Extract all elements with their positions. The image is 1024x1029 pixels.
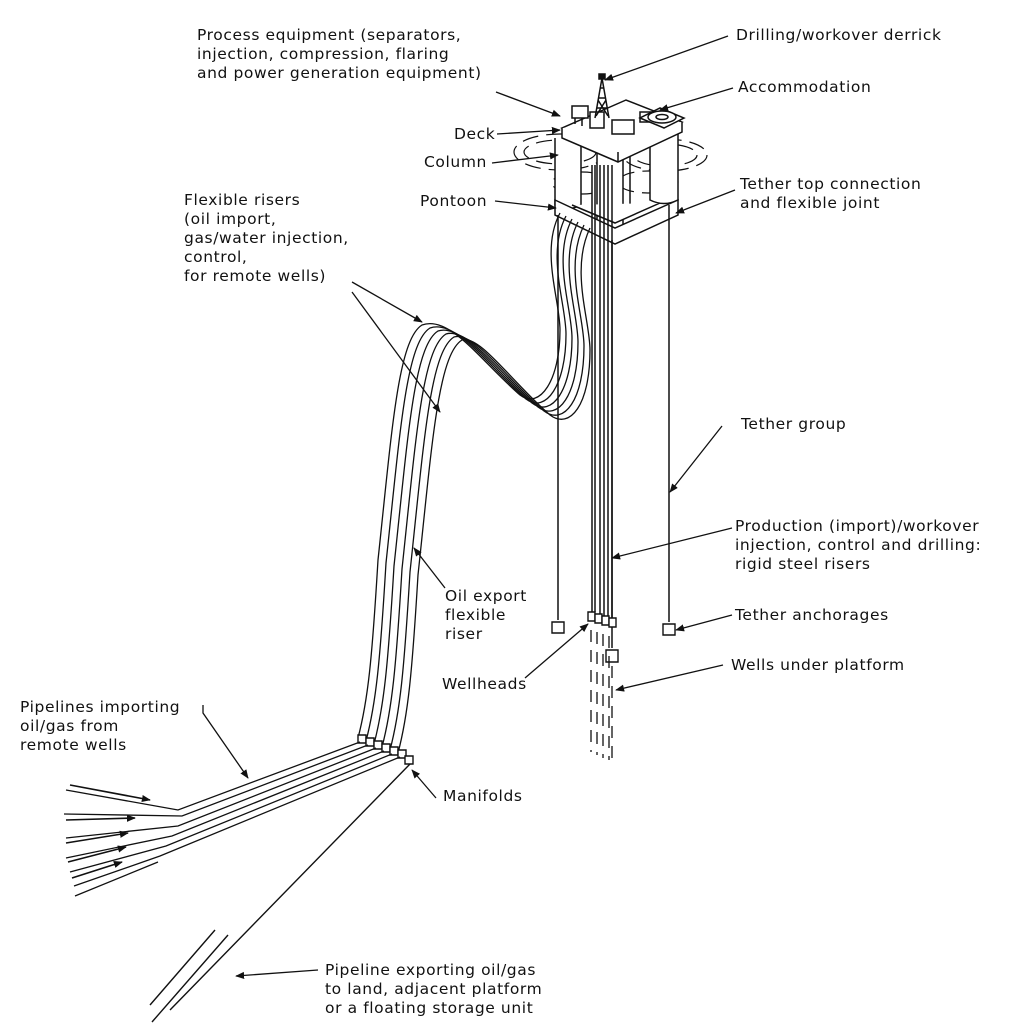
label-tether-anchorages: Tether anchorages <box>735 606 889 625</box>
label-line: Accommodation <box>738 78 872 96</box>
leader-lines <box>203 36 735 979</box>
label-line: Pontoon <box>420 192 488 210</box>
label-line: Process equipment (separators, <box>197 26 462 44</box>
label-line: Flexible risers <box>184 191 301 209</box>
label-line: control, <box>184 248 248 266</box>
wellhead-blocks <box>588 612 616 627</box>
label-pontoon: Pontoon <box>420 192 487 211</box>
label-line: for remote wells) <box>184 267 327 285</box>
label-deck: Deck <box>454 125 495 144</box>
rigid-steel-risers <box>592 165 612 620</box>
flexible-risers <box>358 213 590 753</box>
label-line: rigid steel risers <box>735 555 871 573</box>
label-line: flexible <box>445 606 506 624</box>
label-line: Tether group <box>741 415 847 433</box>
label-line: and power generation equipment) <box>197 64 482 82</box>
label-manifolds: Manifolds <box>443 787 523 806</box>
tether-anchor-right <box>663 624 675 635</box>
label-accommodation: Accommodation <box>738 78 871 97</box>
label-tether-group: Tether group <box>741 415 846 434</box>
label-wells-under-platform: Wells under platform <box>731 656 905 675</box>
label-line: and flexible joint <box>740 194 880 212</box>
seabed-pipelines <box>64 742 400 896</box>
label-line: Wellheads <box>442 675 527 693</box>
platform <box>514 74 707 244</box>
label-line: Tether anchorages <box>735 606 889 624</box>
accommodation-shape <box>640 108 684 128</box>
tether-anchor-left <box>552 622 564 633</box>
label-line: Oil export <box>445 587 527 605</box>
derrick-shape <box>595 74 609 118</box>
label-line: injection, compression, flaring <box>197 45 450 63</box>
tether-anchor-center <box>606 650 618 662</box>
label-line: Manifolds <box>443 787 523 805</box>
label-line: (oil import, <box>184 210 277 228</box>
label-line: Drilling/workover derrick <box>736 26 942 44</box>
label-line: to land, adjacent platform <box>325 980 543 998</box>
label-column: Column <box>424 153 487 172</box>
pontoon-shape <box>555 200 678 244</box>
label-line: oil/gas from <box>20 717 119 735</box>
label-line: Production (import)/workover <box>735 517 980 535</box>
label-line: Column <box>424 153 487 171</box>
label-line: or a floating storage unit <box>325 999 534 1017</box>
import-arrows <box>66 785 151 878</box>
export-pipeline <box>150 764 410 1022</box>
label-process-equipment: Process equipment (separators,injection,… <box>197 26 482 83</box>
label-line: remote wells <box>20 736 127 754</box>
label-line: gas/water injection, <box>184 229 349 247</box>
wells-under-platform <box>591 630 612 760</box>
label-drilling-derrick: Drilling/workover derrick <box>736 26 942 45</box>
label-line: Tether top connection <box>740 175 922 193</box>
label-line: Wells under platform <box>731 656 905 674</box>
manifolds <box>358 735 413 764</box>
label-line: riser <box>445 625 483 643</box>
label-line: Pipelines importing <box>20 698 181 716</box>
label-line: Pipeline exporting oil/gas <box>325 961 537 979</box>
label-line: injection, control and drilling: <box>735 536 982 554</box>
label-flexible-risers: Flexible risers(oil import,gas/water inj… <box>184 191 349 286</box>
label-wellheads: Wellheads <box>442 675 527 694</box>
label-line: Deck <box>454 125 496 143</box>
anchors-and-wellheads <box>552 612 675 662</box>
